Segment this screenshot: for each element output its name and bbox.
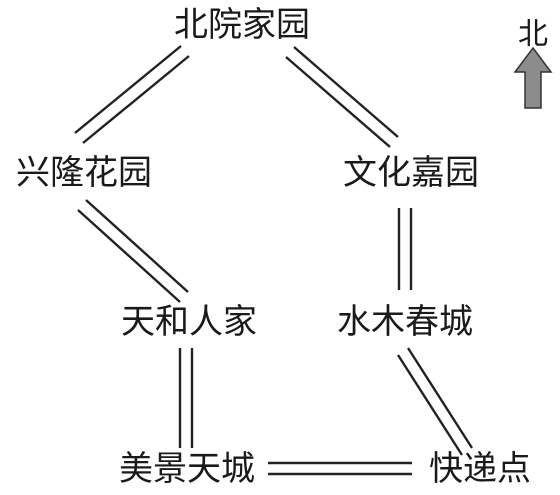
node-tianhe: 天和人家 (121, 302, 257, 342)
road-shuimu-kuaidi (396, 347, 474, 456)
north-label: 北 (518, 17, 548, 52)
road-beiyuan-wenhua (285, 46, 399, 148)
road-wenhua-shuimu (397, 208, 413, 290)
north-arrow-icon (513, 46, 553, 109)
node-meijing: 美景天城 (119, 449, 255, 489)
node-beiyuan: 北院家园 (174, 5, 310, 45)
road-tianhe-meijing (178, 348, 194, 448)
node-shuimu: 水木春城 (337, 302, 473, 342)
road-beiyuan-xinglong (74, 45, 190, 144)
node-xinglong: 兴隆花园 (16, 153, 152, 193)
road-meijing-kuaidi (268, 461, 412, 476)
north-compass: 北 (513, 17, 553, 109)
node-kuaidi: 快递点 (429, 449, 531, 489)
node-wenhua: 文化嘉园 (343, 153, 479, 193)
road-xinglong-tianhe (77, 199, 189, 303)
